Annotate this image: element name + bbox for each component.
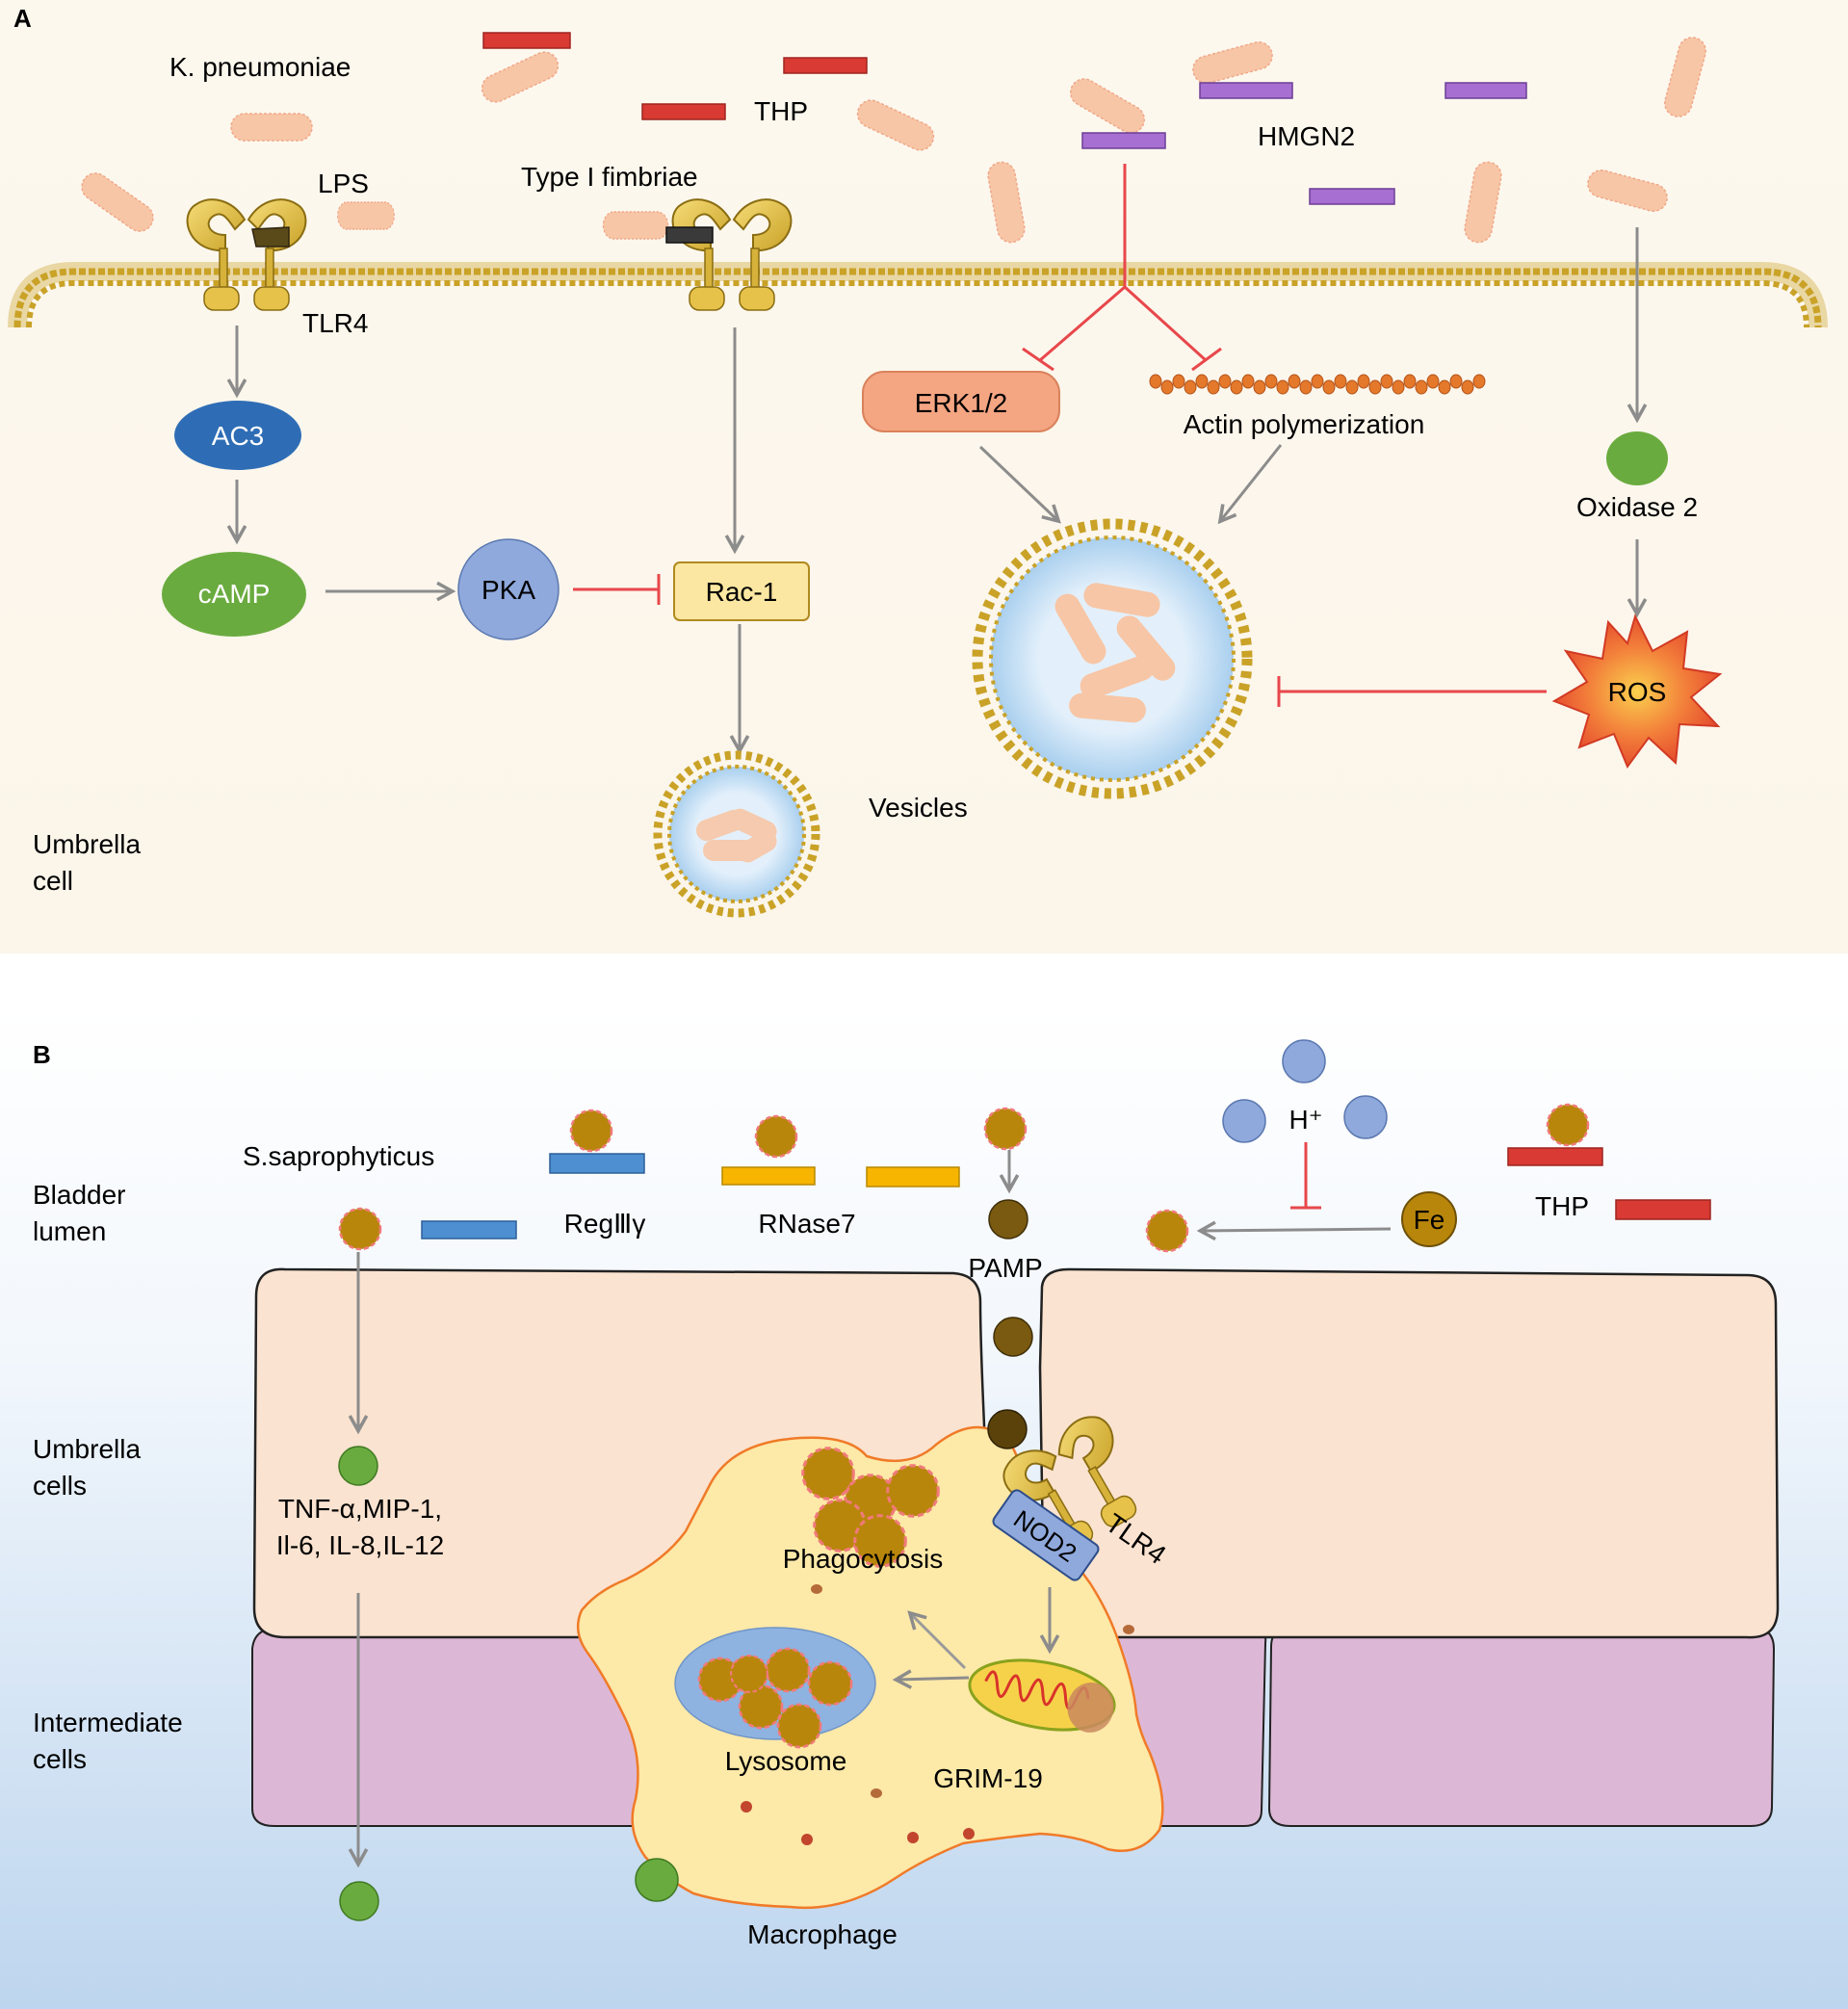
- erk-label: ERK1/2: [915, 388, 1008, 418]
- rnase7-bound-bacterium: [754, 1114, 798, 1159]
- macrophage-cytokine: [635, 1858, 679, 1902]
- thp-bound-b: [1507, 1147, 1603, 1166]
- macrophage-granules: [741, 1584, 1134, 1845]
- arrow-erk-vesicle: [978, 445, 1057, 520]
- lps-label: LPS: [318, 169, 369, 198]
- inhibit-h-plus: [1290, 1142, 1321, 1210]
- umbrella-cells-line1: Umbrella: [33, 1434, 141, 1464]
- camp-label: cAMP: [198, 579, 271, 609]
- reg3-bound: [549, 1153, 645, 1174]
- iron-node: [1401, 1191, 1457, 1247]
- reg3-label: RegⅢγ: [564, 1209, 646, 1239]
- pka-label: PKA: [482, 575, 535, 605]
- pamp-node: [988, 1199, 1028, 1239]
- s-saprophyticus-bacterium: [338, 1207, 382, 1251]
- erk-node: [862, 371, 1060, 432]
- arrow-grim19-lysosome: [898, 1678, 970, 1680]
- umbrella-cell-label-line2: cell: [33, 866, 73, 896]
- thp-label-a: THP: [754, 96, 808, 126]
- cytokine-node-top: [338, 1446, 378, 1486]
- pamp-junction: [993, 1317, 1033, 1357]
- thp-proteins-a: [482, 32, 868, 120]
- hmgn2-label: HMGN2: [1258, 121, 1355, 151]
- vesicle-large: [972, 518, 1253, 799]
- rac1-node: [673, 561, 810, 621]
- umbrella-cells-line2: cells: [33, 1471, 87, 1500]
- lps-ligand: [251, 226, 290, 248]
- cytokine-node-bottom: [339, 1881, 379, 1921]
- cytokines-line1: TNF-α,MIP-1,: [278, 1494, 442, 1524]
- rac1-label: Rac-1: [706, 577, 778, 607]
- oxidase2-node: [1606, 431, 1668, 485]
- arrow-grim19-phagocytosis: [911, 1614, 967, 1670]
- rnase7-free: [866, 1166, 960, 1187]
- thp-bound-bacterium: [1546, 1103, 1590, 1147]
- rnase7-bound: [721, 1166, 816, 1186]
- pamp-bacterium: [983, 1107, 1028, 1151]
- type1-fimbriae-label: Type I fimbriae: [521, 162, 698, 192]
- hmgn2-inhibition: [1022, 164, 1222, 372]
- bladder-lumen-line1: Bladder: [33, 1180, 126, 1210]
- rnase7-label: RNase7: [758, 1209, 855, 1239]
- h-plus-label: H⁺: [1289, 1105, 1323, 1135]
- pamp-at-receptor: [987, 1409, 1028, 1449]
- k-pneumoniae-label: K. pneumoniae: [169, 52, 351, 82]
- ac3-label: AC3: [212, 421, 264, 451]
- vesicles-label: Vesicles: [869, 793, 968, 822]
- reg3-free: [421, 1220, 517, 1239]
- macrophage-label: Macrophage: [747, 1919, 898, 1949]
- mitochondrion-grim19: [968, 1658, 1116, 1733]
- ros-burst: [1551, 613, 1723, 770]
- umbrella-cell-label-line1: Umbrella: [33, 829, 141, 859]
- pamp-label: PAMP: [968, 1253, 1042, 1283]
- inhibit-pka-rac1: [573, 574, 661, 605]
- arrow-actin-vesicle: [1221, 444, 1283, 520]
- vesicle-small: [653, 750, 820, 918]
- pka-node: [457, 538, 560, 640]
- bladder-lumen-line2: lumen: [33, 1216, 106, 1246]
- reg3-bound-bacterium: [569, 1109, 613, 1153]
- panel-b-letter: B: [33, 1040, 51, 1069]
- thp-free-b: [1615, 1199, 1711, 1220]
- proton-3: [1343, 1095, 1388, 1139]
- camp-node: [162, 552, 306, 637]
- ac3-node: [174, 401, 301, 470]
- grim19-label: GRIM-19: [933, 1763, 1043, 1793]
- thp-label-b: THP: [1535, 1191, 1589, 1221]
- umbrella-cell-membrane: [8, 262, 1828, 328]
- fe-label: Fe: [1414, 1205, 1445, 1235]
- s-saprophyticus-label: S.saprophyticus: [243, 1141, 434, 1171]
- arrow-fe-bacterium: [1202, 1229, 1392, 1231]
- lysosome-label: Lysosome: [725, 1746, 847, 1776]
- panel-a-background: [0, 0, 1848, 953]
- phagocytosis-label: Phagocytosis: [783, 1544, 944, 1574]
- ros-label: ROS: [1608, 677, 1667, 707]
- intermediate-cells-line2: cells: [33, 1744, 87, 1774]
- intermediate-cells-line1: Intermediate: [33, 1708, 183, 1737]
- fimbriae-adhesin: [665, 226, 714, 244]
- actin-filament: [1149, 374, 1486, 395]
- panel-a-letter: A: [13, 4, 32, 33]
- inhibit-ros-vesicle: [1277, 676, 1547, 707]
- proton-2: [1222, 1099, 1266, 1143]
- hmgn2-proteins: [1081, 82, 1527, 205]
- iron-bacterium: [1145, 1209, 1189, 1253]
- oxidase2-label: Oxidase 2: [1576, 492, 1698, 522]
- actin-polymerization-label: Actin polymerization: [1184, 409, 1425, 439]
- cytokines-line2: Il-6, IL-8,IL-12: [276, 1530, 444, 1560]
- tlr4-label-a: TLR4: [302, 308, 368, 338]
- proton-1: [1282, 1039, 1326, 1083]
